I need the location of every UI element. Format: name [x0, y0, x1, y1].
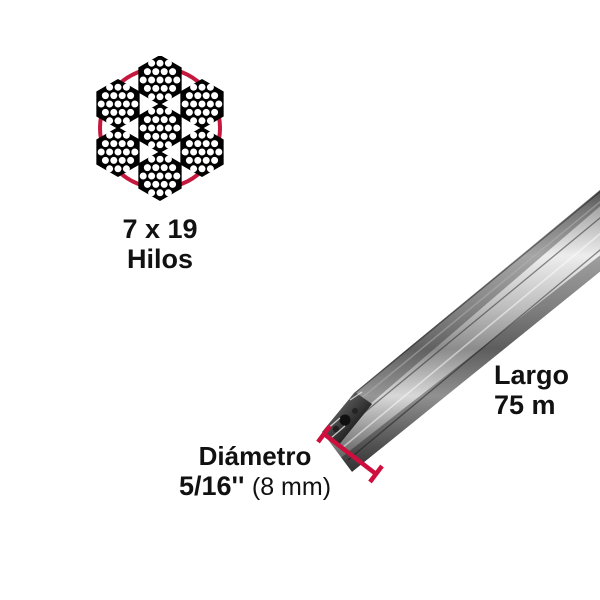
diameter-dimension-arrow-icon	[305, 415, 395, 490]
length-line-1: Largo	[494, 360, 570, 390]
diameter-label: Diámetro 5/16'' (8 mm)	[155, 441, 355, 501]
length-line-2: 75 m	[494, 390, 556, 421]
length-label: Largo 75 m	[494, 360, 600, 420]
construction-line-1: 7 x 19	[122, 214, 198, 244]
diameter-imperial-value: 5/16''	[178, 471, 245, 502]
construction-line-2: Hilos	[126, 244, 193, 275]
diameter-metric-value: (8 mm)	[251, 473, 332, 502]
diameter-line-1: Diámetro	[198, 441, 312, 471]
diameter-value-line: 5/16'' (8 mm)	[155, 471, 355, 501]
construction-label: 7 x 19 Hilos	[60, 214, 260, 274]
strand-cluster	[96, 56, 224, 201]
wire-rope-cross-section-icon	[86, 56, 236, 206]
